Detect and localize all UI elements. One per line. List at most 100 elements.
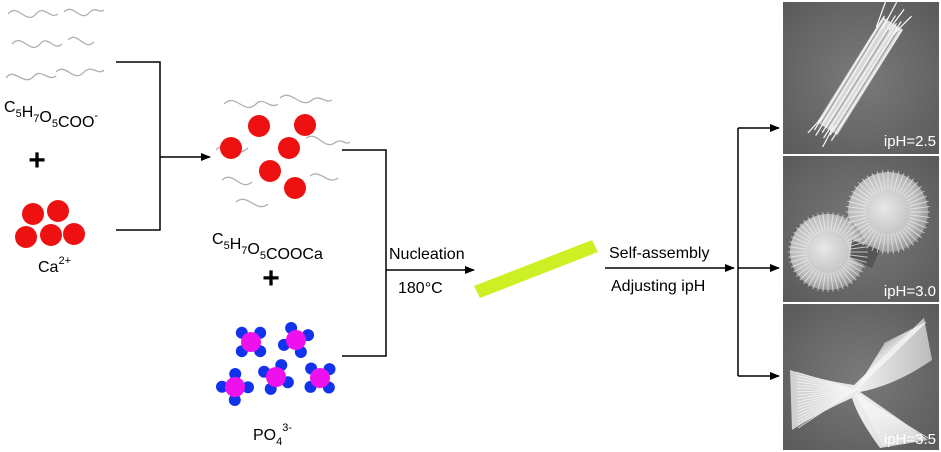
crystal-spike — [876, 171, 883, 191]
crystal-spike — [909, 200, 929, 207]
crystal-spike — [908, 195, 927, 205]
sem-panel-1: ipH=2.5 — [783, 2, 939, 154]
crystal-fiber — [796, 374, 857, 391]
glucuronate-label: C5H7O5COO- — [4, 99, 98, 131]
plus-sign-2: + — [262, 262, 280, 295]
crystal-fiber — [797, 389, 857, 406]
crystal-spike — [857, 181, 873, 197]
crystal-fiber — [797, 389, 857, 426]
formula-subscript: 7 — [33, 113, 39, 125]
formula-element: O — [39, 109, 51, 126]
bundle-morphology — [807, 2, 912, 148]
adjusting-iph-label: Adjusting ipH — [611, 278, 705, 295]
formula-element: COOCa — [266, 246, 323, 263]
temperature-label: 180°C — [398, 280, 443, 297]
crystal-spike — [846, 206, 867, 210]
formula-element: H — [230, 236, 242, 253]
crystal-fiber — [796, 388, 857, 391]
crystal-fiber — [855, 341, 887, 391]
crystal-spike — [848, 254, 868, 258]
crystal-spike — [909, 206, 930, 210]
crystal-spike — [909, 217, 929, 224]
merge-bracket-1 — [116, 61, 211, 231]
sem-panel-3: ipH=3.5 — [783, 304, 939, 450]
phosphate-ion-cluster — [216, 321, 336, 406]
crystal-spike — [822, 272, 826, 292]
crystal-spike — [862, 178, 876, 195]
crystal-spike — [840, 268, 853, 285]
crystal-fiber — [797, 389, 857, 409]
crystal-spike — [807, 269, 818, 287]
glucuronate-charge: - — [94, 110, 98, 122]
crystal-spike — [799, 223, 814, 238]
phosphate-charge: 3- — [282, 422, 292, 434]
crystal-fiber — [796, 389, 857, 396]
crystal-spike — [848, 241, 867, 248]
oxygen-atom — [229, 368, 242, 381]
phosphorus-atom — [241, 332, 261, 352]
formula-subscript: 5 — [224, 240, 230, 252]
glucuronate-formula: C5H7O5COO — [4, 99, 94, 131]
crystal-fiber — [797, 389, 857, 422]
formula-subscript: 5 — [16, 108, 22, 120]
crystal-spike — [890, 170, 894, 191]
formula-element: H — [22, 104, 34, 121]
crystal-spike — [842, 266, 857, 281]
crystal-fiber — [795, 371, 857, 391]
crystal-spike — [866, 230, 878, 249]
crystal-spike — [906, 222, 925, 234]
panel-2-label: ipH=3.0 — [884, 283, 936, 300]
crystal-fiber — [855, 393, 929, 439]
crystal-spike — [807, 217, 818, 235]
phosphorus-atom — [286, 330, 306, 350]
formula-subscript: 7 — [241, 245, 247, 257]
crystal-spike — [817, 213, 824, 232]
crystal-spike — [844, 227, 861, 240]
crystal-spike — [830, 212, 834, 232]
phosphate-ion — [216, 368, 254, 406]
dumbbell-morphology — [788, 170, 930, 292]
crystal-spike — [903, 227, 919, 243]
complex-label: C5H7O5COOCa — [212, 231, 323, 263]
crystal-spike — [847, 236, 866, 245]
calcium-symbol: Ca — [38, 259, 59, 276]
crystal-spike — [846, 214, 867, 218]
crystal-spike — [871, 232, 881, 251]
crystal-spike — [832, 272, 839, 291]
phosphate-ion — [258, 359, 294, 395]
crystal-spike — [905, 186, 922, 200]
phosphorus-atom — [225, 377, 245, 397]
crystal-spike — [882, 233, 886, 254]
crystal-spike — [849, 219, 868, 229]
crystal-spike — [803, 268, 816, 285]
phosphate-subscript: 4 — [276, 436, 282, 448]
complex-calcium-ions — [220, 114, 316, 199]
crystal-fiber — [797, 389, 857, 412]
phosphorus-atom — [266, 367, 286, 387]
calcium-charge: 2+ — [58, 255, 71, 267]
sem-panel-2: ipH=3.0 — [783, 156, 939, 302]
crystal-spike — [790, 259, 809, 268]
crystal-spike — [909, 214, 930, 218]
branch-bracket — [737, 124, 780, 380]
nucleation-label: Nucleation — [389, 246, 465, 263]
crystal-spike — [803, 219, 816, 236]
formula-element: C — [212, 231, 224, 248]
calcium-label: Ca2+ — [38, 255, 71, 276]
crystal-spike — [795, 227, 812, 240]
crystal-spike — [832, 213, 839, 232]
formula-element: COO — [58, 114, 94, 131]
phosphorus-atom — [310, 368, 330, 388]
crystal-spike — [900, 229, 914, 246]
crystal-spike — [848, 246, 868, 250]
crystal-spike — [895, 173, 905, 192]
crystal-spike — [812, 214, 821, 233]
crystal-spike — [849, 195, 868, 205]
bowtie-morphology — [790, 318, 932, 448]
phosphate-symbol: PO — [253, 427, 276, 444]
formula-element: C — [4, 99, 16, 116]
crystal-spike — [799, 266, 814, 281]
crystal-spike — [893, 171, 900, 191]
crystal-spike — [789, 241, 808, 248]
formula-subscript: 5 — [260, 250, 266, 262]
